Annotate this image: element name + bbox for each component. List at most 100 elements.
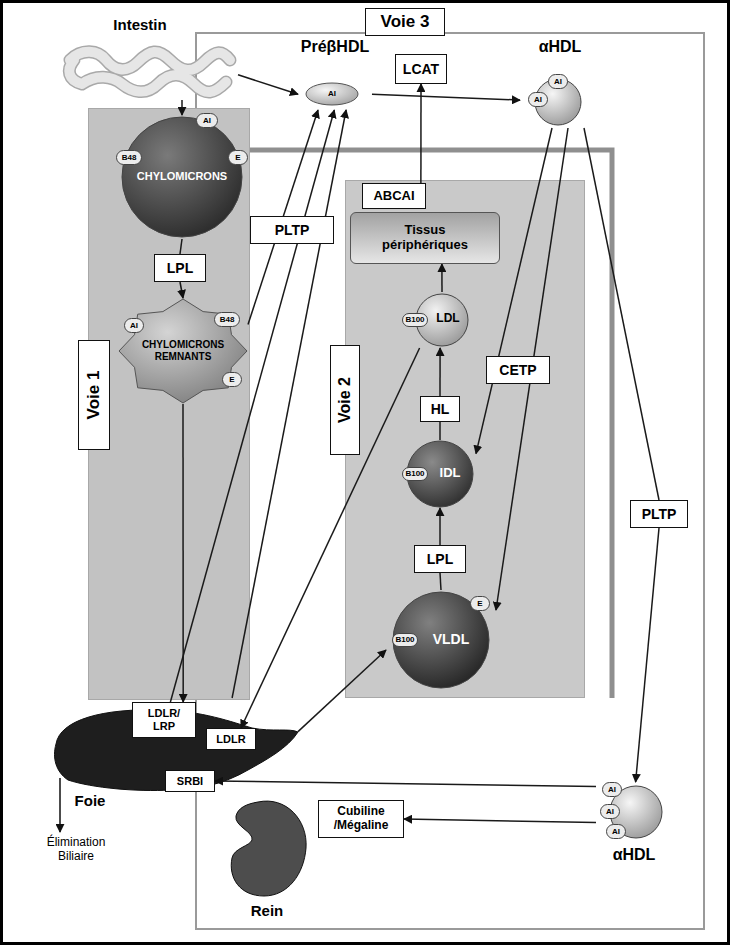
- box-label: Tissus périphériques: [370, 223, 480, 253]
- flow-arrow: [404, 819, 596, 823]
- box-label: ABCAI: [373, 189, 414, 204]
- organ-shape: [231, 801, 306, 896]
- bile-arrow: [59, 778, 61, 832]
- particle-body: [122, 117, 242, 237]
- node-label: Voie 3: [365, 8, 445, 36]
- flow-arrow: [215, 781, 596, 787]
- flow-arrow: [439, 508, 441, 545]
- flow-arrow: [182, 404, 184, 702]
- flow-arrow: [181, 100, 183, 115]
- liver-illustration: Foie LDLR/ LRP LDLR SRBI: [52, 698, 298, 814]
- intestine-tube: [69, 52, 230, 92]
- apolipoprotein-tag: E: [228, 150, 248, 165]
- intestine-outline: [69, 52, 230, 92]
- apolipoprotein-tag: E: [222, 372, 242, 387]
- node-label: αHDL: [520, 38, 600, 56]
- intestine-illustration: Intestin: [62, 16, 238, 100]
- flow-arrow: [420, 84, 422, 183]
- enzyme-box: CETP: [486, 356, 550, 384]
- apolipoprotein-tag: E: [470, 596, 490, 611]
- flow-arrow: [241, 348, 420, 728]
- flow-arrow: [232, 110, 346, 698]
- box-label: PLTP: [642, 506, 677, 522]
- flow-arrow: [496, 128, 568, 610]
- apolipoprotein-tag: AI: [606, 824, 626, 839]
- box-label: SRBI: [177, 775, 203, 788]
- node-label: Intestin: [98, 16, 182, 33]
- apolipoprotein-tag: AI: [602, 782, 622, 797]
- pathway-region: Voie 3PréβHDLAILCATαHDLAIAIPLTPVoie 2ABC…: [195, 32, 705, 930]
- flow-arrow: [248, 110, 318, 325]
- box-label: LPL: [167, 260, 193, 276]
- box-label: LDLR: [216, 733, 245, 746]
- particle-body: [119, 299, 247, 403]
- enzyme-box: LCAT: [395, 54, 447, 84]
- node-label: Rein: [242, 902, 292, 919]
- box-label: LDLR/ LRP: [139, 707, 189, 732]
- enzyme-box: HL: [420, 396, 460, 422]
- flow-arrow: [439, 348, 441, 396]
- flow-arrow: [238, 75, 298, 94]
- kidney-illustration: Rein: [222, 796, 312, 924]
- flow-arrow: [180, 282, 183, 298]
- transporter-box: ABCAI: [362, 183, 426, 209]
- apolipoprotein-tag: B48: [214, 312, 240, 327]
- node-label: Voie 2: [330, 345, 360, 455]
- flow-arrow: [180, 239, 182, 254]
- apolipoprotein-tag: AI: [548, 74, 568, 89]
- node-label: AI: [322, 89, 342, 98]
- enzyme-box: PLTP: [250, 216, 334, 244]
- box-label: CETP: [499, 362, 536, 378]
- box-label: PLTP: [275, 222, 310, 238]
- node-label: LDL: [430, 312, 466, 326]
- node-label: VLDL: [424, 631, 478, 647]
- apolipoprotein-tag: AI: [196, 113, 218, 128]
- flow-arrow: [441, 264, 443, 292]
- node-label: PréβHDL: [298, 38, 372, 56]
- box-label: LPL: [427, 551, 453, 567]
- flow-arrow: [439, 422, 441, 440]
- box-label: LCAT: [403, 61, 439, 77]
- flow-arrow: [372, 94, 520, 100]
- apolipoprotein-tag: B100: [392, 633, 418, 647]
- node-label: Foie: [70, 792, 110, 809]
- pathway-frame-line: [250, 150, 612, 698]
- free-label: Élimination Biliaire: [36, 836, 116, 864]
- apolipoprotein-tag: B48: [116, 150, 142, 165]
- node-label: IDL: [430, 466, 470, 481]
- box-label: HL: [431, 401, 450, 417]
- receptor-box: SRBI: [165, 770, 215, 792]
- flow-arrow: [170, 110, 334, 702]
- receptor-box: Cubiline /Mégaline: [318, 800, 404, 838]
- node-label: αHDL: [600, 846, 668, 864]
- receptor-box: LDLR/ LRP: [132, 702, 196, 738]
- box-label: Cubiline /Mégaline: [326, 805, 396, 833]
- pathway-band: Voie 1AIB48ECHYLOMICRONSLPLAIB48ECHYLOMI…: [88, 108, 250, 700]
- apolipoprotein-tag: B100: [402, 313, 428, 327]
- lipoprotein-particle: AI AI AI αHDL: [596, 782, 668, 872]
- tissue-box: Tissus périphériques: [350, 212, 500, 264]
- flow-arrow: [440, 573, 441, 590]
- lipoprotein-particle: E B100 VLDL: [386, 590, 496, 690]
- pathway-band: Voie 2ABCAITissus périphériquesCETPB100L…: [345, 180, 585, 698]
- lipoprotein-particle: AIB48ECHYLOMICRONS: [120, 115, 244, 239]
- lipoprotein-particle: αHDL AIAI: [520, 38, 600, 128]
- lipoprotein-particle: PréβHDL AI: [298, 38, 372, 110]
- apolipoprotein-tag: AI: [600, 804, 620, 819]
- particle-body: [393, 592, 489, 688]
- enzyme-box: LPL: [414, 545, 466, 573]
- flow-arrow: [636, 528, 659, 782]
- flow-arrow: [584, 128, 659, 500]
- receptor-box: LDLR: [206, 728, 256, 750]
- apolipoprotein-tag: AI: [124, 318, 144, 333]
- lipoprotein-particle: B100LDL: [410, 292, 474, 348]
- particle-body: [306, 83, 358, 105]
- node-label: CHYLOMICRONS REMNANTS: [138, 339, 228, 362]
- flow-arrow: [476, 128, 552, 454]
- lipoprotein-particle: B100IDL: [404, 440, 476, 508]
- node-label: Voie 1: [78, 340, 110, 450]
- apolipoprotein-tag: AI: [528, 92, 548, 107]
